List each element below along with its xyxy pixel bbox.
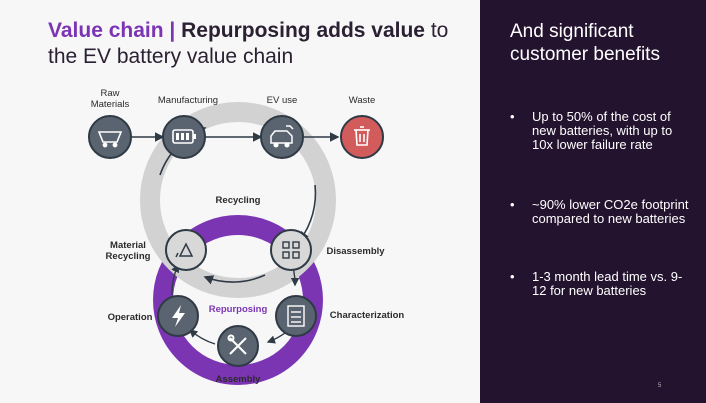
slide-title: Value chain | Repurposing adds value to … [48,18,468,70]
battery-icon [172,129,196,144]
benefit-bullet-3: • 1-3 month lead time vs. 9-12 for new b… [510,269,694,298]
trash-icon [354,126,370,146]
label-waste: Waste [348,95,376,106]
disassembly-node [270,229,312,271]
material-recycling-node [165,229,207,271]
bullet-dot: • [510,197,515,212]
bullet-dot: • [510,109,515,124]
ev-use-node [260,115,304,159]
title-part3: to the EV battery value chain [48,19,449,68]
label-ev-use: EV use [266,95,298,106]
waste-node [340,115,384,159]
electric-car-icon [270,125,294,148]
label-repurposing: Repurposing [208,304,268,315]
label-characterization: Characterization [329,310,405,321]
bullet-dot: • [510,269,515,284]
benefits-title: And significant customer benefits [510,21,660,65]
operation-node [157,295,199,337]
lightning-icon [172,305,185,327]
label-operation: Operation [107,312,153,323]
mine-cart-icon [97,131,123,148]
assembly-node [217,325,259,367]
value-chain-diagram [88,102,384,385]
disassembly-icon [282,241,300,259]
checklist-icon [287,305,305,327]
raw-materials-node [88,115,132,159]
label-recycling: Recycling [215,195,261,206]
recycling-ring [140,102,336,298]
label-disassembly: Disassembly [326,246,385,257]
manufacturing-node [162,115,206,159]
benefit-text-2: ~90% lower CO2e footprint compared to ne… [532,197,689,226]
right-panel [480,0,706,403]
label-material-recycling: Material Recycling [105,240,151,262]
title-part2: Repurposing adds value [181,19,425,42]
page-number: 5 [658,383,662,389]
recycle-icon [175,242,194,258]
characterization-node [275,295,317,337]
label-assembly: Assembly [215,374,261,385]
benefit-bullet-2: • ~90% lower CO2e footprint compared to … [510,197,694,226]
benefit-text-3: 1-3 month lead time vs. 9-12 for new bat… [532,269,683,298]
title-part1: Value chain | [48,19,182,42]
repurposing-ring [153,215,323,385]
label-raw-materials: Raw Materials [90,88,130,110]
tools-icon [227,334,247,355]
benefit-text-1: Up to 50% of the cost of new batteries, … [532,109,673,152]
label-manufacturing: Manufacturing [157,95,219,106]
benefit-bullet-1: • Up to 50% of the cost of new batteries… [510,109,694,152]
